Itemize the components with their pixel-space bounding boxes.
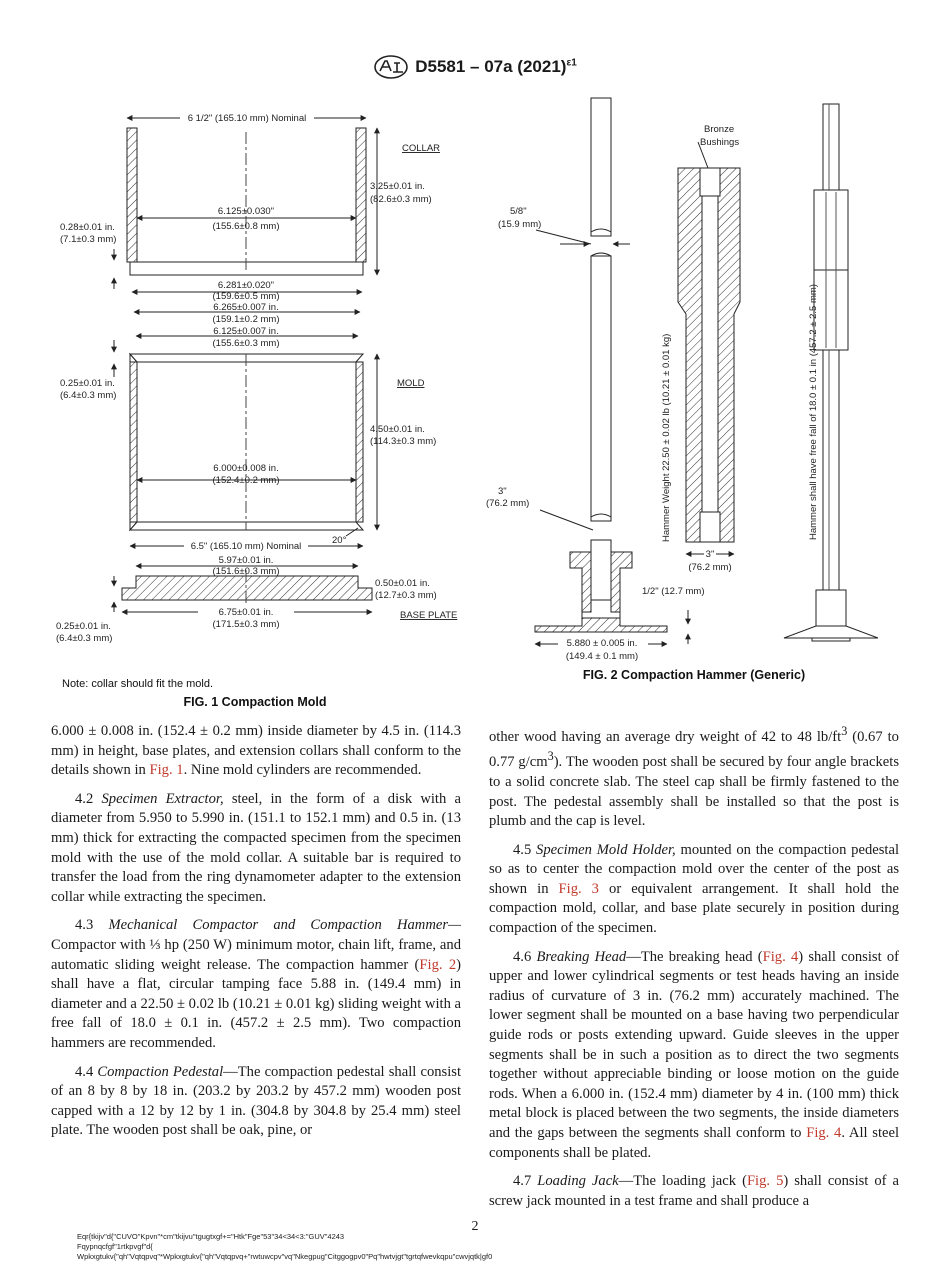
svg-text:Bushings: Bushings: [700, 137, 739, 148]
svg-text:(15.9 mm): (15.9 mm): [498, 219, 541, 230]
fig4-link-2[interactable]: Fig. 4: [806, 1125, 842, 1141]
document-designation: D5581 – 07a (2021)ε1: [415, 57, 577, 76]
svg-text:6.125±0.030": 6.125±0.030": [218, 206, 274, 217]
svg-text:(12.7±0.3 mm): (12.7±0.3 mm): [375, 590, 437, 601]
svg-text:(159.6±0.5 mm): (159.6±0.5 mm): [213, 291, 280, 302]
svg-text:5.880 ± 0.005 in.: 5.880 ± 0.005 in.: [567, 638, 638, 649]
svg-text:0.25±0.01 in.: 0.25±0.01 in.: [60, 378, 115, 389]
fig1-collar-label: COLLAR: [402, 143, 440, 154]
paragraph-4-4-cont: other wood having an average dry weight …: [489, 724, 899, 830]
svg-text:20°: 20°: [332, 535, 347, 546]
svg-text:(171.5±0.3 mm): (171.5±0.3 mm): [213, 619, 280, 630]
fig2-link[interactable]: Fig. 2: [419, 956, 457, 973]
paragraph-4-7: 4.7 Loading Jack—The loading jack (Fig. …: [489, 1173, 900, 1209]
svg-text:(114.3±0.3 mm): (114.3±0.3 mm): [370, 436, 436, 447]
paragraph-4-6: 4.6 Breaking Head—The breaking head (Fig…: [489, 948, 900, 1161]
fig1-caption: FIG. 1 Compaction Mold: [183, 695, 326, 709]
svg-text:6.125±0.007 in.: 6.125±0.007 in.: [213, 326, 278, 337]
fig1-base-plate-label: BASE PLATE: [400, 610, 457, 621]
svg-text:1/2" (12.7 mm): 1/2" (12.7 mm): [642, 586, 705, 597]
paragraph-4-5: 4.5 Specimen Mold Holder, mounted on the…: [489, 841, 899, 937]
svg-text:3.25±0.01 in.: 3.25±0.01 in.: [370, 181, 425, 192]
svg-text:6.000±0.008 in.: 6.000±0.008 in.: [213, 463, 278, 474]
svg-text:6.75±0.01 in.: 6.75±0.01 in.: [219, 607, 274, 618]
svg-text:4.50±0.01 in.: 4.50±0.01 in.: [370, 424, 425, 435]
paragraph-4-1-cont: 6.000 ± 0.008 in. (152.4 ± 0.2 mm) insid…: [51, 723, 461, 779]
svg-text:(152.4±0.2 mm): (152.4±0.2 mm): [213, 475, 280, 486]
svg-text:(149.4 ± 0.1 mm): (149.4 ± 0.1 mm): [566, 651, 638, 662]
svg-text:Bronze: Bronze: [704, 124, 734, 135]
fig4-link[interactable]: Fig. 4: [762, 948, 799, 965]
svg-text:(155.6±0.8 mm): (155.6±0.8 mm): [213, 221, 280, 232]
fig1-drawing: 6 1/2" (165.10 mm) Nominal 6.125±0.030" …: [56, 111, 457, 709]
fig1-note: Note: collar should fit the mold.: [62, 678, 213, 690]
svg-text:6.5" (165.10 mm) Nominal: 6.5" (165.10 mm) Nominal: [191, 541, 302, 552]
svg-text:5/8": 5/8": [510, 206, 527, 217]
svg-text:3": 3": [498, 486, 507, 497]
svg-text:0.25±0.01 in.: 0.25±0.01 in.: [56, 621, 111, 632]
left-column: 6.000 ± 0.008 in. (152.4 ± 0.2 mm) insid…: [51, 722, 461, 1150]
figure-drawings: 6 1/2" (165.10 mm) Nominal 6.125±0.030" …: [56, 97, 879, 709]
fig5-link[interactable]: Fig. 5: [746, 1173, 784, 1190]
svg-text:0.50±0.01 in.: 0.50±0.01 in.: [375, 578, 430, 589]
svg-text:3": 3": [706, 549, 715, 560]
fig1-link[interactable]: Fig. 1: [149, 762, 184, 779]
paragraph-4-3: 4.3 Mechanical Compactor and Compaction …: [51, 917, 462, 1051]
svg-text:0.28±0.01 in.: 0.28±0.01 in.: [60, 222, 115, 233]
svg-text:(6.4±0.3 mm): (6.4±0.3 mm): [56, 633, 112, 644]
svg-text:(76.2 mm): (76.2 mm): [688, 562, 731, 573]
svg-text:(82.6±0.3 mm): (82.6±0.3 mm): [370, 194, 432, 205]
svg-text:(76.2 mm): (76.2 mm): [486, 498, 529, 509]
svg-text:(7.1±0.3 mm): (7.1±0.3 mm): [60, 234, 116, 245]
fig3-link[interactable]: Fig. 3: [558, 880, 599, 897]
paragraph-4-4: 4.4 Compaction Pedestal—The compaction p…: [51, 1063, 462, 1139]
paragraph-4-2: 4.2 Specimen Extractor, steel, in the fo…: [51, 790, 461, 905]
fig2-weight-label: Hammer Weight 22.50 ± 0.02 lb (10.21 ± 0…: [661, 334, 672, 542]
page-header: D5581 – 07a (2021)ε1: [0, 54, 950, 85]
license-footer: Eqr{tkijv"d{"CUVO"Kpvn"*cm"tkijvu"tgugtx…: [77, 1232, 493, 1261]
fig2-fall-label: Hammer shall have free fall of 18.0 ± 0.…: [808, 284, 819, 540]
fig1-top-nominal: 6 1/2" (165.10 mm) Nominal: [188, 113, 306, 124]
page-number: 2: [471, 1219, 479, 1234]
right-column: other wood having an average dry weight …: [489, 722, 899, 1220]
svg-text:6.281±0.020": 6.281±0.020": [218, 280, 274, 291]
svg-text:(155.6±0.3 mm): (155.6±0.3 mm): [213, 338, 280, 349]
fig2-caption: FIG. 2 Compaction Hammer (Generic): [583, 668, 805, 682]
svg-text:(6.4±0.3 mm): (6.4±0.3 mm): [60, 390, 116, 401]
fig1-mold-label: MOLD: [397, 378, 425, 389]
fig2-drawing: 5/8" (15.9 mm) 3" (76.2 mm) 1/2" (12.7 m…: [486, 97, 879, 682]
svg-text:5.97±0.01 in.: 5.97±0.01 in.: [219, 555, 274, 566]
svg-text:6.265±0.007 in.: 6.265±0.007 in.: [213, 302, 278, 313]
svg-text:(159.1±0.2 mm): (159.1±0.2 mm): [213, 314, 280, 325]
astm-logo-icon: [374, 55, 409, 79]
